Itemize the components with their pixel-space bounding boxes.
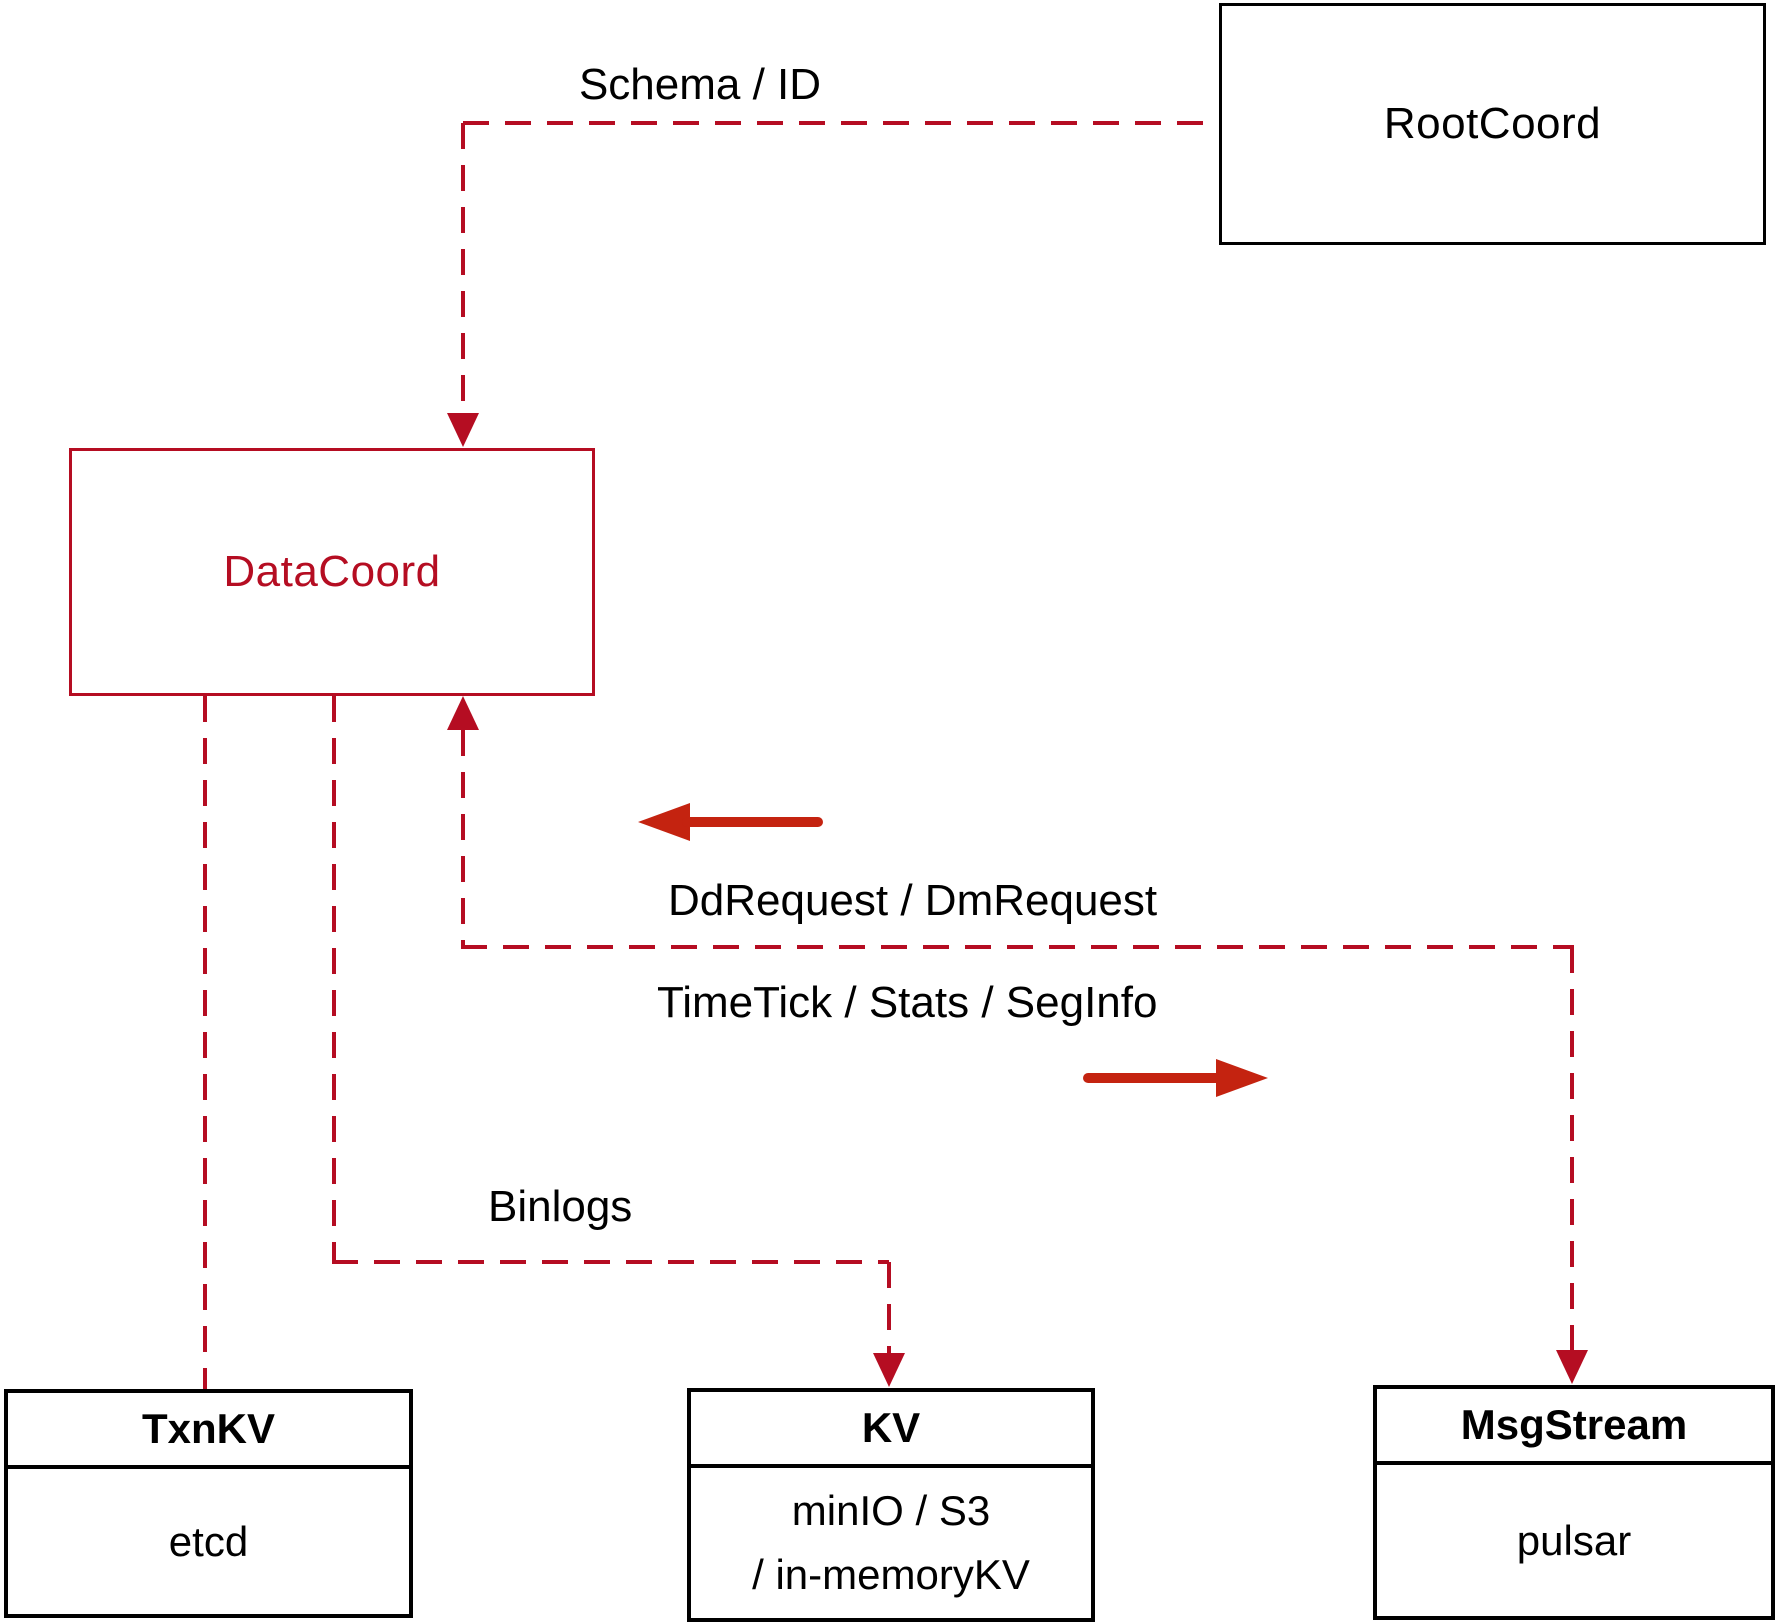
datacoord-txnkv-line — [203, 696, 207, 1389]
binlogs-line-vertical-2 — [887, 1262, 891, 1353]
ddrequest-label: DdRequest / DmRequest — [668, 876, 1158, 925]
txnkv-title: TxnKV — [8, 1393, 409, 1469]
binlogs-line-horizontal — [332, 1260, 889, 1264]
schema-id-label: Schema / ID — [578, 60, 822, 109]
feedback-line-horizontal — [461, 945, 1574, 949]
feedback-line-vertical-left — [461, 730, 465, 947]
kv-body-line2: / in-memoryKV — [752, 1551, 1030, 1598]
txnkv-node: TxnKV etcd — [4, 1389, 413, 1618]
direction-arrow-right-shaft — [1083, 1073, 1224, 1083]
kv-title: KV — [691, 1392, 1091, 1468]
arrowhead-down-into-datacoord-icon — [447, 413, 479, 447]
feedback-line-vertical-right — [1570, 947, 1574, 1350]
arrowhead-up-into-datacoord-icon — [447, 696, 479, 730]
schema-id-line-horizontal — [463, 121, 1220, 125]
arrowhead-down-into-msgstream-icon — [1556, 1350, 1588, 1384]
msgstream-node: MsgStream pulsar — [1373, 1385, 1775, 1620]
schema-id-line-vertical — [461, 123, 465, 413]
direction-arrow-left-shaft — [682, 817, 823, 827]
binlogs-label: Binlogs — [488, 1182, 633, 1231]
msgstream-body: pulsar — [1516, 1516, 1632, 1564]
rootcoord-label: RootCoord — [1383, 99, 1602, 148]
direction-arrow-left-icon — [638, 803, 690, 841]
kv-body-line1: minIO / S3 — [791, 1487, 991, 1534]
timetick-label: TimeTick / Stats / SegInfo — [657, 978, 1158, 1027]
kv-node: KV minIO / S3 / in-memoryKV — [687, 1388, 1095, 1622]
msgstream-title: MsgStream — [1377, 1389, 1771, 1465]
txnkv-body: etcd — [168, 1517, 249, 1565]
datacoord-label: DataCoord — [223, 547, 441, 596]
datacoord-node: DataCoord — [69, 448, 595, 696]
rootcoord-node: RootCoord — [1219, 3, 1766, 245]
arrowhead-down-into-kv-icon — [873, 1353, 905, 1387]
binlogs-line-vertical-1 — [332, 696, 336, 1262]
direction-arrow-right-icon — [1216, 1059, 1268, 1097]
